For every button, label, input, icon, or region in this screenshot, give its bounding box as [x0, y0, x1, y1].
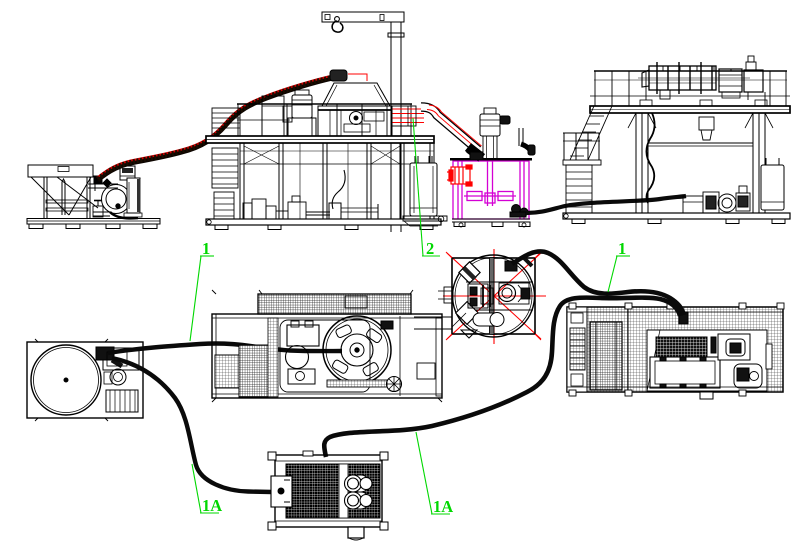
- svg-text:1: 1: [202, 239, 210, 258]
- svg-text:1A: 1A: [433, 497, 453, 516]
- svg-text:1A: 1A: [202, 496, 222, 515]
- svg-text:1: 1: [618, 239, 626, 258]
- svg-text:2: 2: [426, 239, 434, 258]
